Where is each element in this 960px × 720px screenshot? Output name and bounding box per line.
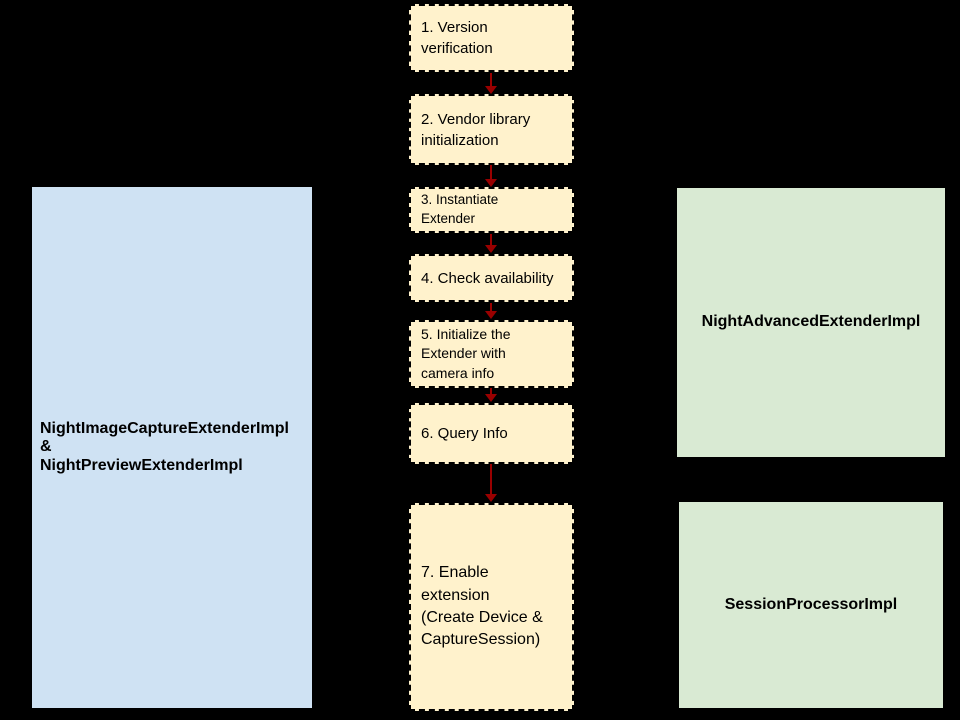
step-1-version-verification: 1. Version verification: [409, 4, 574, 72]
step-3-instantiate-extender: 3. Instantiate Extender: [409, 187, 574, 233]
night-advanced-extender-box: NightAdvancedExtenderImpl: [677, 188, 945, 457]
step-2-label: 2. Vendor library initialization: [421, 110, 531, 149]
flow-arrow-2-head-icon: [485, 179, 497, 187]
night-advanced-extender-label: NightAdvancedExtenderImpl: [701, 313, 921, 331]
step-4-label: 4. Check availability: [421, 269, 554, 287]
step-6-label: 6. Query Info: [421, 425, 508, 442]
flow-arrow-1-head-icon: [485, 86, 497, 94]
step-7-label: 7. Enable extension (Create Device & Cap…: [421, 564, 543, 649]
flow-arrow-2-line: [490, 165, 492, 180]
step-3-label: 3. Instantiate Extender: [421, 192, 499, 226]
flow-arrow-4-line: [490, 303, 492, 313]
step-6-query-info: 6. Query Info: [409, 403, 574, 464]
step-1-label: 1. Version verification: [421, 19, 493, 57]
session-processor-label: SessionProcessorImpl: [724, 595, 898, 613]
flow-arrow-6-head-icon: [485, 494, 497, 502]
step-2-vendor-library-initialization: 2. Vendor library initialization: [409, 94, 574, 165]
night-image-capture-extender-label: NightImageCaptureExtenderImpl & NightPre…: [40, 419, 289, 474]
flow-arrow-5-head-icon: [485, 394, 497, 402]
flow-arrow-5-line: [490, 388, 492, 396]
step-7-enable-extension: 7. Enable extension (Create Device & Cap…: [409, 503, 574, 711]
flow-arrow-3-head-icon: [485, 245, 497, 253]
flow-arrow-4-head-icon: [485, 311, 497, 319]
flow-arrow-3-line: [490, 234, 492, 246]
step-5-initialize-extender: 5. Initialize the Extender with camera i…: [409, 320, 574, 388]
night-image-capture-extender-box: NightImageCaptureExtenderImpl & NightPre…: [32, 187, 312, 708]
step-5-label: 5. Initialize the Extender with camera i…: [421, 325, 511, 381]
flow-arrow-6-line: [490, 464, 492, 495]
flow-arrow-1-line: [490, 73, 492, 87]
step-4-check-availability: 4. Check availability: [409, 254, 574, 302]
session-processor-box: SessionProcessorImpl: [679, 502, 943, 708]
